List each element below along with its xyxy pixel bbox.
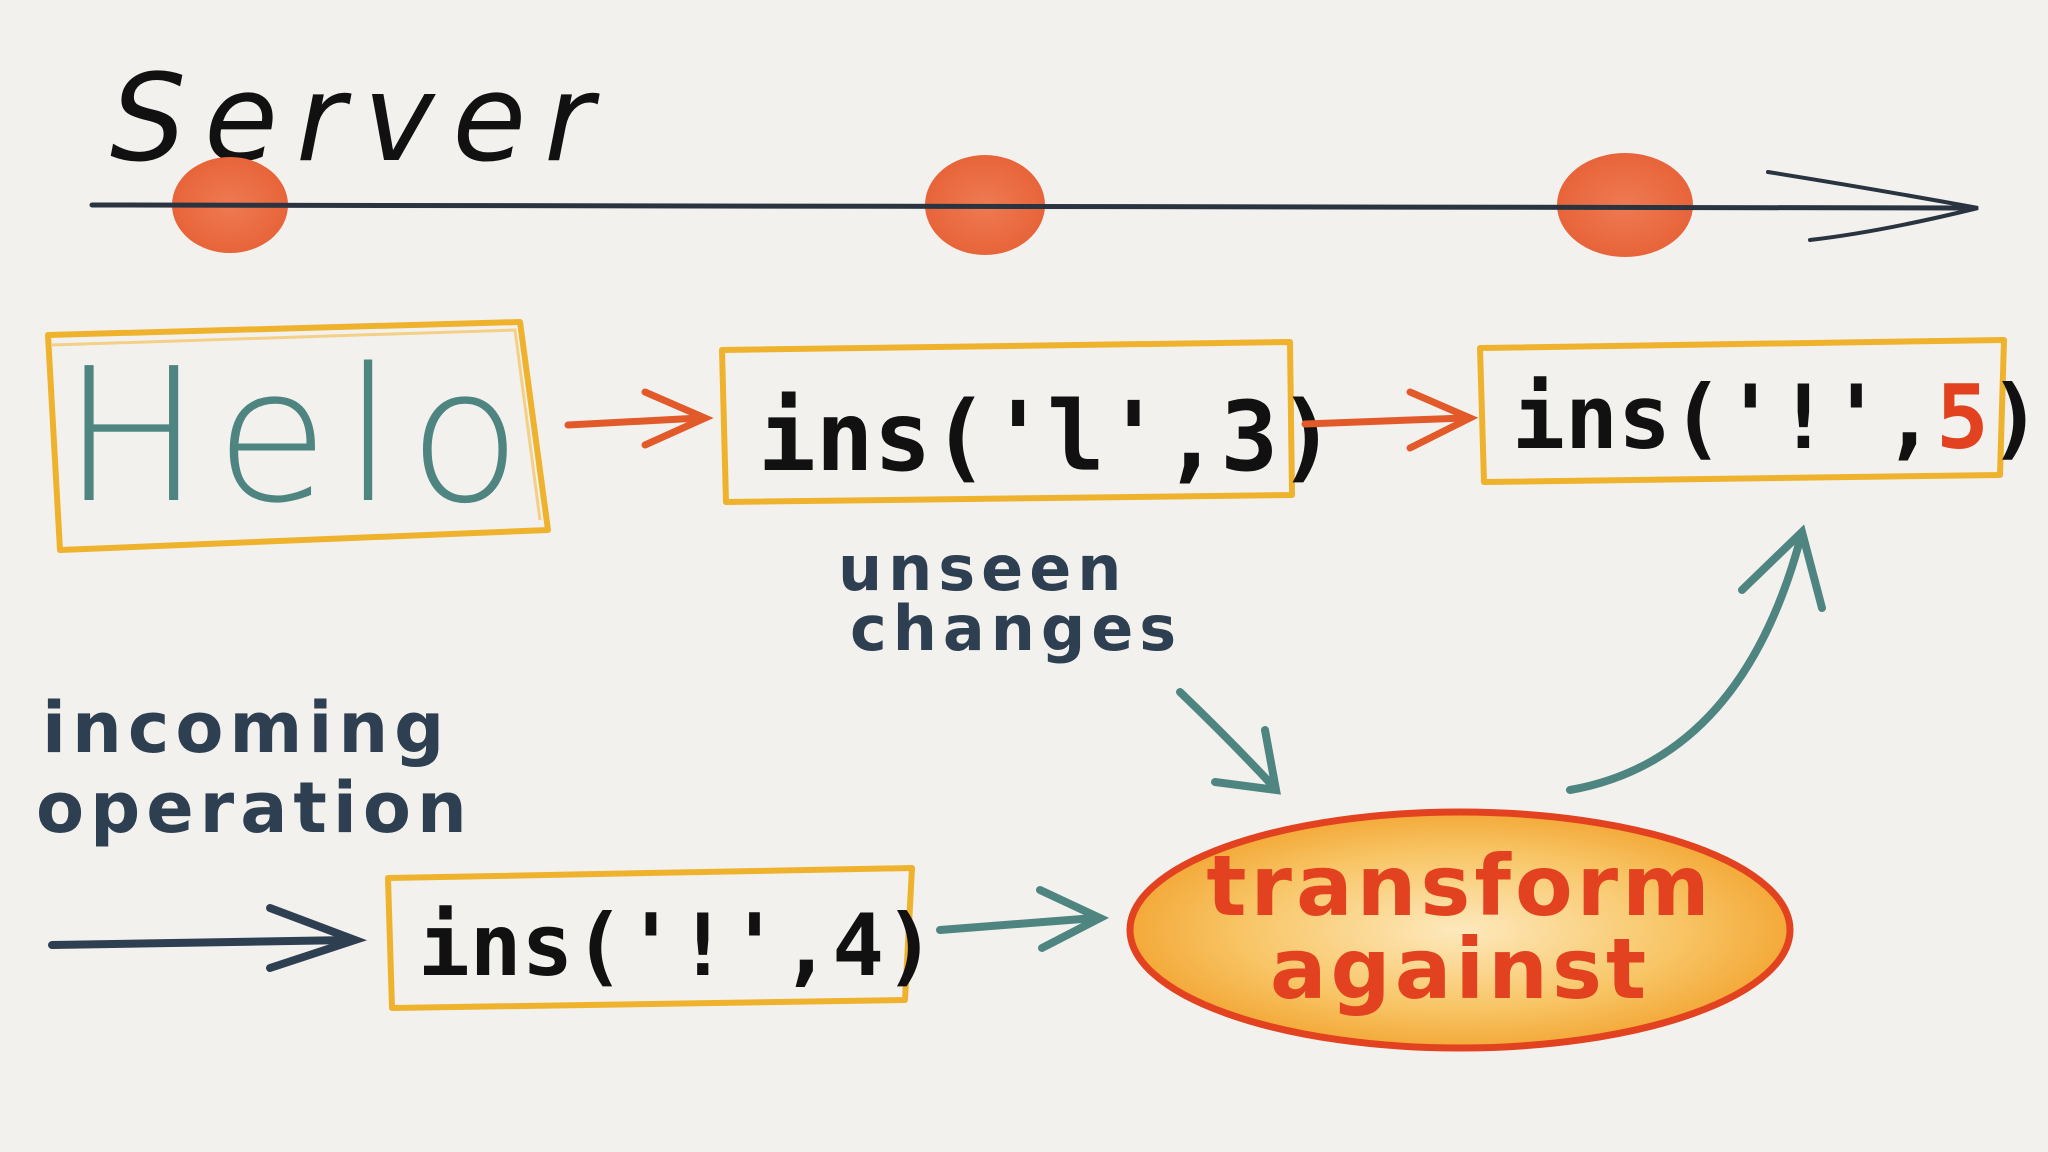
server-op-1: ins('l',3) [719,339,1336,505]
incoming-op-text: ins('!',4) [418,896,936,996]
server-op-2-prefix: ins('!', [1512,366,1936,469]
server-op-2-suffix: ) [1989,366,2042,469]
server-op-2-text: ins('!',5) [1512,366,2042,469]
arrow-doc-to-op1 [564,388,714,449]
timeline-arrow [89,170,1979,242]
arrow-unseen-to-transform [1176,688,1281,795]
unseen-changes-line-2: changes [850,592,1182,665]
arrow-op1-to-op2 [1301,388,1479,452]
unseen-changes-line-1: unseen [838,532,1127,605]
incoming-line-1: incoming [42,687,450,769]
arrow-op-to-transform [936,886,1110,952]
server-op-2-highlight: 5 [1936,366,1989,469]
arrow-transform-to-op2 [1566,524,1826,794]
transform-line-1: transform [1206,837,1713,935]
document-box: Helo [45,319,551,553]
transform-node: transform against [1126,808,1794,1052]
server-label: Server [110,50,612,189]
server-op-1-text: ins('l',3) [758,381,1336,493]
transform-line-2: against [1270,920,1650,1018]
unseen-changes-note: unseen changes [838,532,1182,665]
incoming-op-box: ins('!',4) [385,865,936,1011]
server-op-2: ins('!',5) [1477,337,2042,485]
arrow-incoming-to-op [48,904,368,972]
document-text: Helo [62,328,536,544]
incoming-operation-note: incoming operation [36,687,473,849]
incoming-line-2: operation [36,767,473,849]
